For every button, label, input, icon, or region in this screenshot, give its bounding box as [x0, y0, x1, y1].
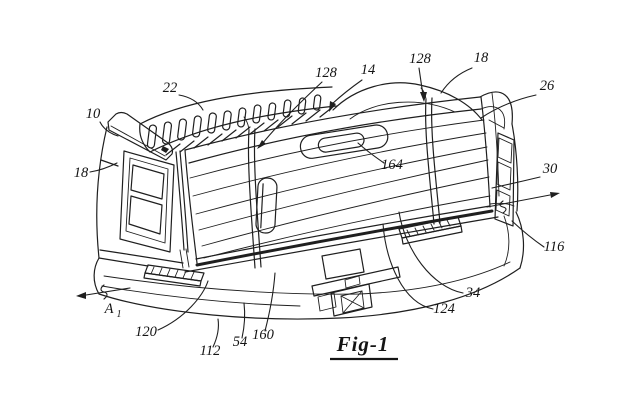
ref-label-18-right: 18 — [474, 50, 489, 66]
rear-bumper — [93, 211, 525, 320]
ref-label-10: 10 — [86, 106, 101, 122]
ref-label-18-left: 18 — [74, 165, 89, 181]
tailgate-handle-bezel — [299, 124, 389, 159]
tie-down-hook — [161, 146, 169, 153]
ref-label-128-left: 128 — [315, 65, 338, 81]
figure-caption: Fig-1 — [336, 332, 390, 356]
ref-label-14: 14 — [361, 62, 376, 78]
axis-label-a-subscript: 1 — [117, 309, 122, 320]
right-tail-lamp — [494, 132, 515, 227]
ref-label-124: 124 — [433, 301, 455, 317]
right-bedside-panel — [479, 91, 519, 212]
bumper-step-pad-left — [143, 264, 205, 287]
ref-label-22: 22 — [163, 80, 178, 96]
arrowhead-14 — [329, 101, 336, 112]
leader-lines — [76, 67, 560, 348]
trailer-hitch — [311, 266, 401, 317]
ref-label-30: 30 — [542, 161, 558, 177]
tailgate — [184, 82, 500, 269]
axis-arrow-right — [486, 192, 560, 214]
ref-label-54: 54 — [233, 334, 248, 350]
tailgate-pocket — [255, 177, 278, 234]
left-tail-lamp — [119, 150, 175, 253]
tailgate-top-bulge — [332, 82, 483, 121]
ref-label-34: 34 — [465, 285, 481, 301]
reference-labels: 10 18 22 128 14 128 18 26 164 30 116 34 … — [74, 50, 565, 361]
arrowhead-128-right — [420, 92, 427, 102]
ref-label-112: 112 — [200, 343, 221, 359]
ref-label-120: 120 — [135, 324, 158, 340]
truck-rear-line-art — [93, 82, 525, 320]
ref-label-116: 116 — [544, 239, 565, 255]
ref-label-128-right: 128 — [409, 51, 432, 67]
ref-label-164: 164 — [381, 157, 403, 173]
axis-label-a: A — [104, 301, 114, 317]
arrowhead-128-left — [257, 140, 266, 149]
ref-label-160: 160 — [252, 327, 275, 343]
left-bedside-panel — [96, 111, 189, 264]
axis-arrow-left — [76, 284, 131, 300]
bumper-step-pad-right — [398, 216, 463, 245]
license-plate-recess — [321, 248, 365, 280]
ref-label-26: 26 — [540, 78, 555, 94]
component-164 — [317, 132, 365, 153]
